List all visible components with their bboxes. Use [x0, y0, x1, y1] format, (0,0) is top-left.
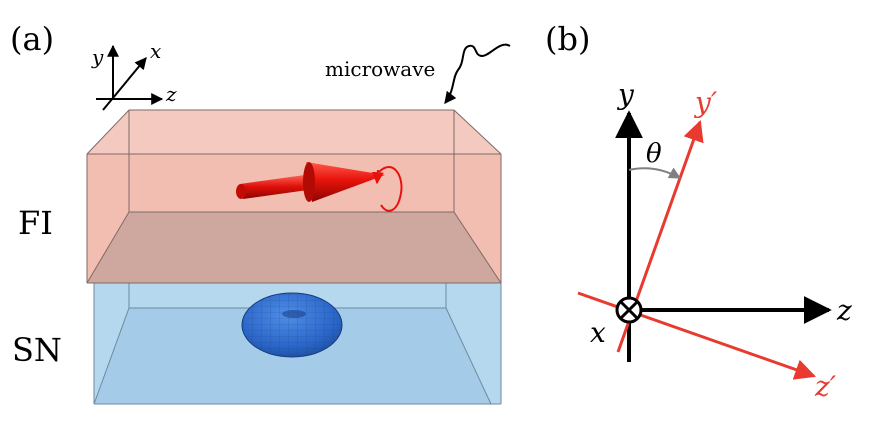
arrow-cone — [306, 162, 385, 202]
panel-b-label: (b) — [545, 20, 590, 58]
z-axis-label: z — [836, 294, 852, 327]
triad-x-label: x — [150, 39, 161, 63]
microwave-label: microwave — [325, 57, 435, 81]
panel-a: (a) y x z microwave — [10, 20, 511, 405]
ellipsoid-outline — [241, 292, 343, 358]
ellipsoid-mesh — [242, 293, 342, 357]
fi-layer — [86, 109, 502, 284]
fi-edge-3 — [453, 109, 502, 155]
y-prime-label: y′ — [693, 86, 718, 119]
microwave-wave-arrow — [444, 43, 511, 104]
fi-label: FI — [18, 204, 53, 242]
sn-edge-inner-left — [93, 307, 130, 405]
sn-label: SN — [12, 331, 62, 369]
theta-label: θ — [646, 139, 662, 169]
fi-edge-2 — [86, 109, 130, 155]
theta-arc — [628, 167, 682, 179]
x-axis-label: x — [590, 316, 606, 349]
magnetization-arrow — [236, 162, 385, 202]
fi-edge-10 — [86, 211, 130, 284]
fi-bottom-face — [87, 212, 501, 283]
y-axis-label: y — [616, 78, 635, 111]
sn-edge-inner-right — [445, 307, 492, 405]
fi-top-face — [87, 110, 501, 154]
panel-b: (b) y y′ θ z z′ x — [545, 20, 852, 403]
z-prime-axis — [577, 291, 816, 380]
coordinate-triad: y x z — [91, 39, 177, 111]
fi-edge-11 — [453, 211, 502, 284]
triad-z-label: z — [165, 82, 177, 106]
arrow-cone-base — [303, 162, 315, 202]
triad-x-axis — [102, 57, 147, 111]
condensate-ellipsoid — [241, 292, 343, 358]
precession-loop-tip — [371, 169, 384, 185]
ellipsoid-dimple — [282, 310, 306, 318]
panel-a-label: (a) — [10, 20, 54, 58]
x-axis-into-page-icon — [615, 296, 643, 324]
arrow-shaft — [240, 174, 315, 199]
arrow-shaft-end — [236, 184, 246, 199]
triad-y-label: y — [91, 45, 104, 69]
z-prime-label: z′ — [814, 370, 837, 403]
precession-loop-arrow — [378, 166, 403, 212]
